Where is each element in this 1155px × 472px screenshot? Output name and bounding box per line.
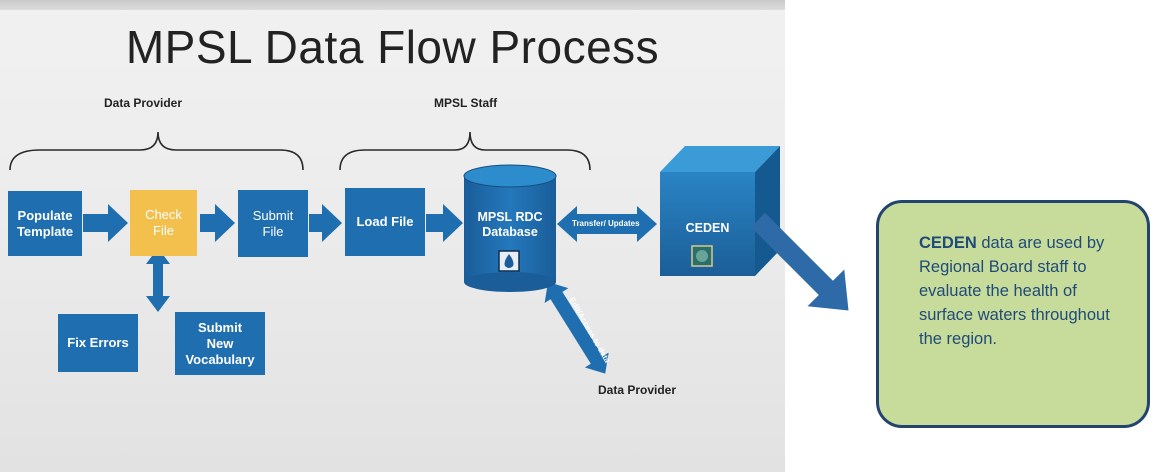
flow-arrows <box>83 204 657 312</box>
slide-photo: MPSL Data Flow Process Data Provider MPS… <box>0 0 785 472</box>
database-cylinder <box>463 164 557 292</box>
populate-template-box: Populate Template <box>8 191 82 256</box>
arrow-check-fix <box>146 248 170 312</box>
database-label: MPSL RDC Database <box>477 210 543 239</box>
submit-file-box: Submit File <box>238 190 308 257</box>
arrow-edit-access <box>544 282 609 374</box>
database-logo-icon <box>498 250 520 272</box>
callout-bold: CEDEN <box>919 234 977 252</box>
check-file-box: Check File <box>130 190 197 256</box>
data-provider-brace <box>9 131 304 171</box>
arrow-populate-to-check <box>83 204 128 242</box>
data-provider-bottom-label: Data Provider <box>598 383 677 397</box>
arrow-transfer <box>557 206 657 242</box>
slide-top-edge <box>0 0 785 10</box>
slide-title: MPSL Data Flow Process <box>125 21 660 73</box>
ceden-callout: CEDEN data are used by Regional Board st… <box>876 200 1150 428</box>
load-file-box: Load File <box>345 188 425 256</box>
group-label-data-provider: Data Provider <box>104 96 183 110</box>
submit-vocabulary-box: Submit New Vocabulary <box>175 312 265 375</box>
group-label-mpsl-staff: MPSL Staff <box>434 96 498 110</box>
arrow-submit-to-load <box>309 204 342 242</box>
mpsl-staff-brace <box>339 131 591 171</box>
ceden-logo-icon <box>691 245 713 267</box>
arrow-load-to-db <box>426 204 463 242</box>
callout-pointer-arrow <box>750 212 849 311</box>
diagram-graphics <box>9 131 780 374</box>
arrow-check-to-submit <box>200 204 235 242</box>
ceden-label: CEDEN <box>685 221 730 235</box>
callout-body: data are used by Regional Board staff to… <box>919 234 1110 348</box>
fix-errors-box: Fix Errors <box>58 314 138 372</box>
transfer-updates-label: Transfer/ Updates <box>572 219 640 228</box>
callout-text: CEDEN data are used by Regional Board st… <box>919 231 1127 351</box>
